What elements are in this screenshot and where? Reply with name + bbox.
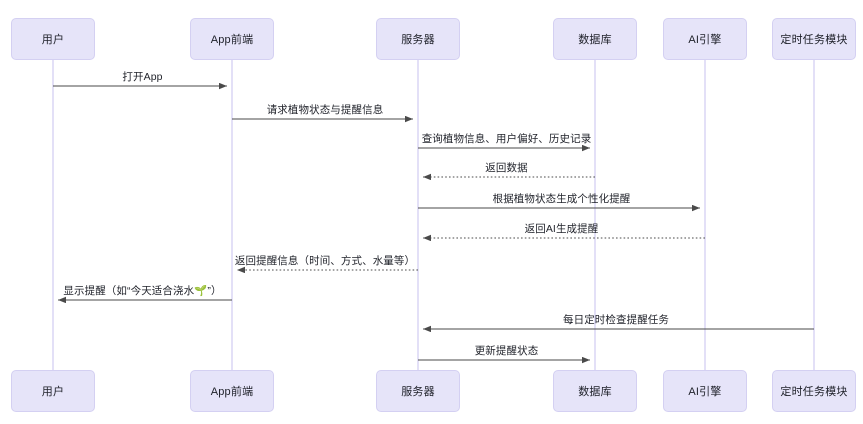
participant-header-database[interactable]: 数据库 bbox=[553, 18, 637, 60]
participant-label: 用户 bbox=[41, 34, 65, 46]
participant-label: AI引擎 bbox=[688, 34, 722, 46]
participant-label: 数据库 bbox=[578, 34, 612, 46]
participant-header-server[interactable]: 服务器 bbox=[376, 18, 460, 60]
participant-footer-scheduler[interactable]: 定时任务模块 bbox=[772, 370, 856, 412]
message-label-5: 根据植物状态生成个性化提醒 bbox=[492, 193, 631, 205]
seedling-icon: 🌱 bbox=[194, 285, 208, 297]
message-label-4: 返回数据 bbox=[485, 162, 528, 174]
message-arrows-group bbox=[53, 82, 814, 364]
message-label-prefix: 显示提醒（如“今天适合浇水 bbox=[63, 285, 195, 297]
participant-label: App前端 bbox=[210, 34, 254, 46]
participant-header-user[interactable]: 用户 bbox=[11, 18, 95, 60]
participant-footer-server[interactable]: 服务器 bbox=[376, 370, 460, 412]
message-label-2: 请求植物状态与提醒信息 bbox=[266, 104, 384, 116]
participant-label: App前端 bbox=[210, 386, 254, 398]
message-label-9: 每日定时检查提醒任务 bbox=[563, 314, 669, 326]
message-label-1: 打开App bbox=[122, 71, 163, 83]
message-label-8: 显示提醒（如“今天适合浇水🌱”） bbox=[63, 283, 221, 298]
participant-label: 定时任务模块 bbox=[780, 386, 848, 398]
message-label-7: 返回提醒信息（时间、方式、水量等） bbox=[234, 255, 416, 267]
lifelines-group bbox=[52, 60, 815, 370]
participant-header-ai[interactable]: AI引擎 bbox=[663, 18, 747, 60]
participant-label: 定时任务模块 bbox=[780, 34, 848, 46]
participant-label: 服务器 bbox=[401, 34, 435, 46]
participant-label: AI引擎 bbox=[688, 386, 722, 398]
participant-label: 用户 bbox=[41, 386, 65, 398]
participant-header-scheduler[interactable]: 定时任务模块 bbox=[772, 18, 856, 60]
participant-footer-user[interactable]: 用户 bbox=[11, 370, 95, 412]
participant-footer-database[interactable]: 数据库 bbox=[553, 370, 637, 412]
participant-header-app[interactable]: App前端 bbox=[190, 18, 274, 60]
message-label-10: 更新提醒状态 bbox=[474, 345, 539, 357]
participant-footer-app[interactable]: App前端 bbox=[190, 370, 274, 412]
participant-label: 服务器 bbox=[401, 386, 435, 398]
message-label-3: 查询植物信息、用户偏好、历史记录 bbox=[421, 133, 592, 145]
participant-footer-ai[interactable]: AI引擎 bbox=[663, 370, 747, 412]
message-label-6: 返回AI生成提醒 bbox=[524, 223, 599, 235]
message-label-suffix: ”） bbox=[207, 285, 222, 297]
participant-label: 数据库 bbox=[578, 386, 612, 398]
